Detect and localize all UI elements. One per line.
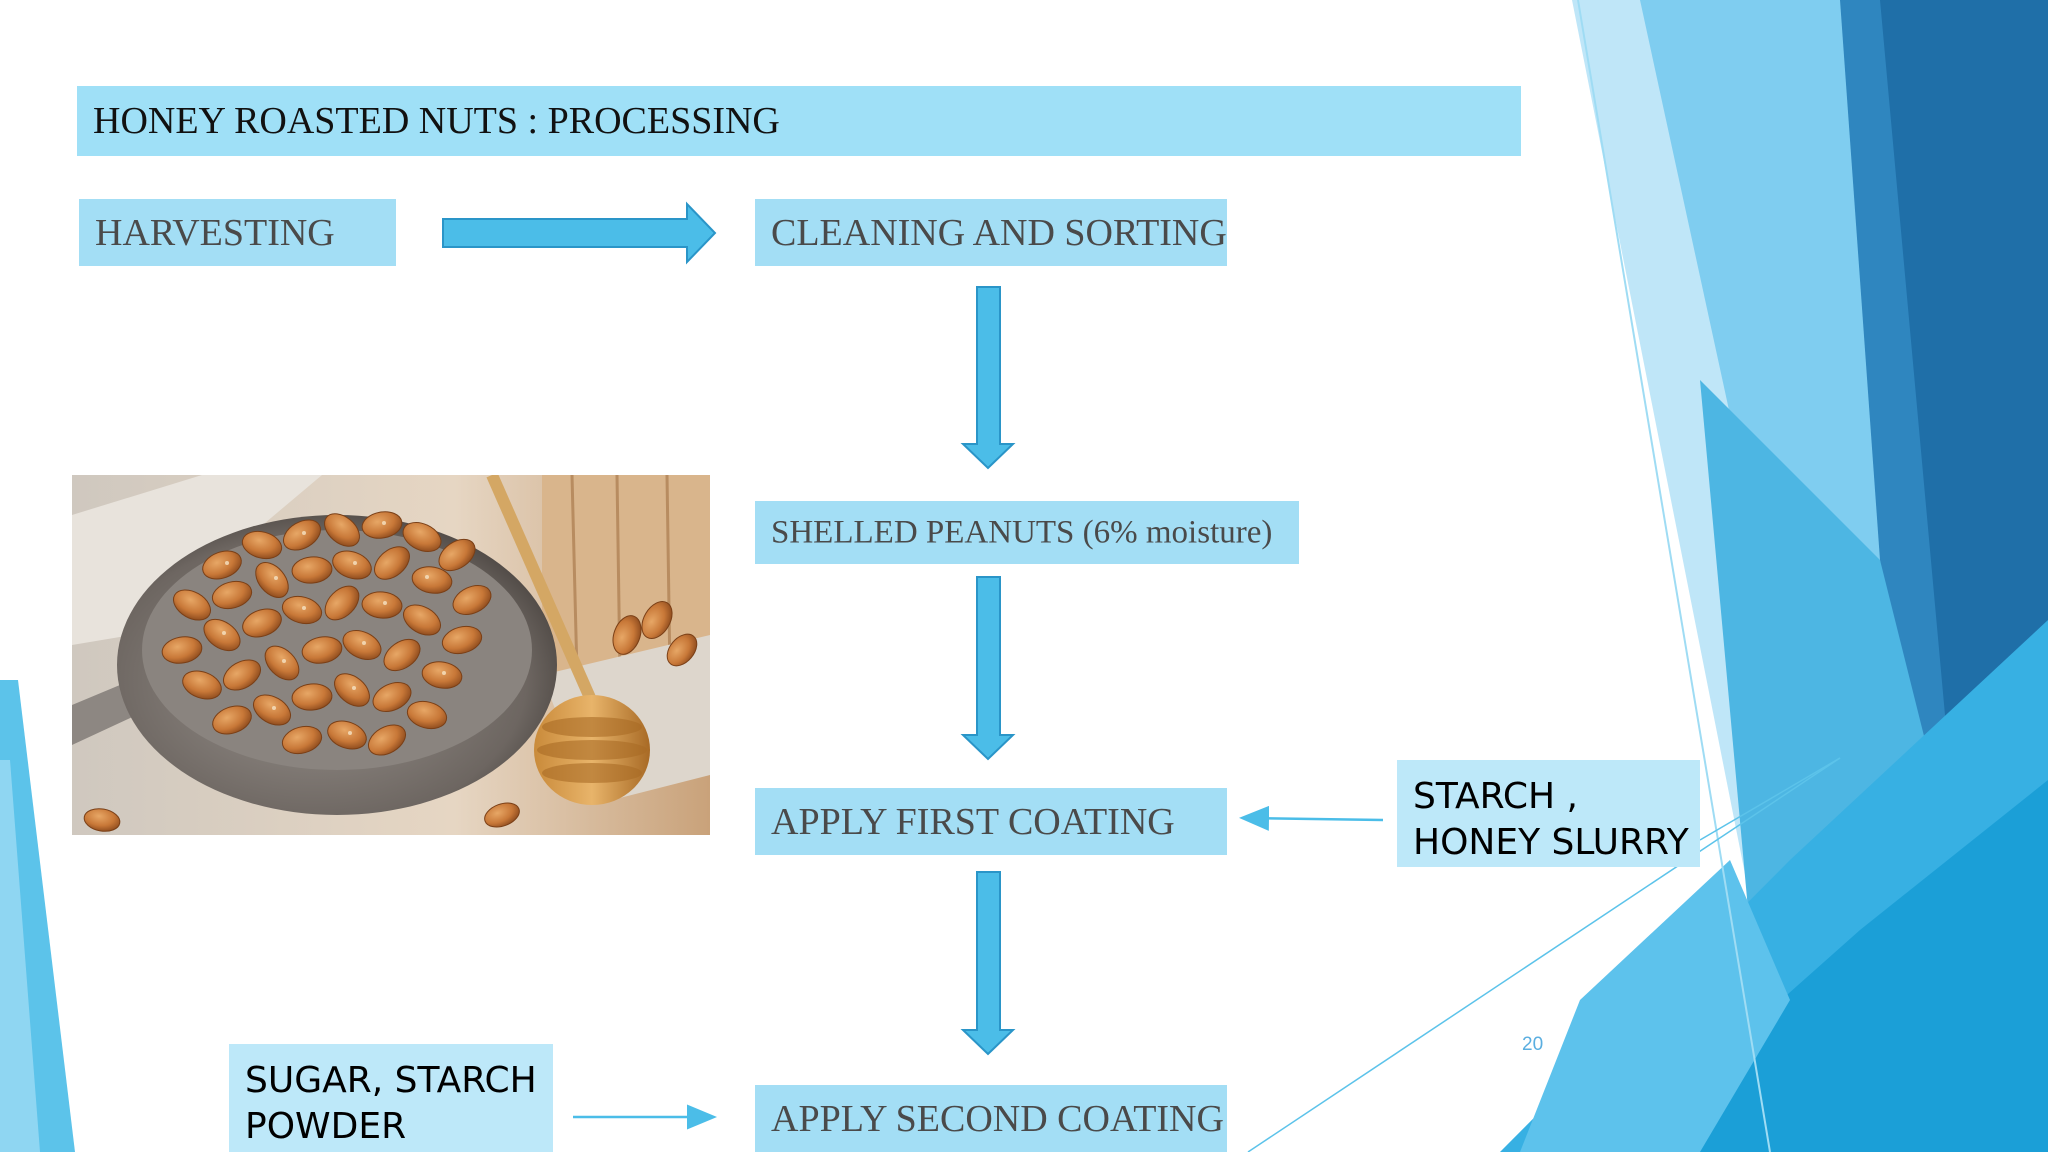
step-harvesting-label: HARVESTING [95,211,335,254]
step-shelled-peanuts: SHELLED PEANUTS (6% moisture) [755,501,1299,564]
arrow-thin-first-coating [1239,805,1384,831]
step-cleaning-sorting: CLEANING AND SORTING [755,199,1227,266]
step-harvesting: HARVESTING [79,199,396,266]
slide-title-text: HONEY ROASTED NUTS : PROCESSING [93,100,780,142]
step-first-coating-label: APPLY FIRST COATING [771,800,1175,843]
arrow-down-shelled [960,576,1016,761]
peanuts-photo [72,475,710,835]
arrow-down-cleaning [960,286,1016,470]
step-first-coating: APPLY FIRST COATING [755,788,1227,855]
arrow-right-harvesting [442,201,717,265]
page-number: 20 [1522,1034,1544,1055]
step-second-coating: APPLY SECOND COATING [755,1085,1227,1152]
step-cleaning-sorting-label: CLEANING AND SORTING [771,211,1227,254]
input-sugar-starch-powder: SUGAR, STARCH POWDER [229,1044,553,1152]
input-sugar-starch-powder-label: SUGAR, STARCH POWDER [245,1060,537,1147]
step-shelled-peanuts-label: SHELLED PEANUTS (6% moisture) [771,514,1273,550]
input-starch-honey-slurry: STARCH , HONEY SLURRY [1397,760,1700,867]
step-second-coating-label: APPLY SECOND COATING [771,1097,1224,1140]
input-starch-honey-slurry-label: STARCH , HONEY SLURRY [1413,776,1689,863]
arrow-down-first-coating [960,871,1016,1056]
slide-title: HONEY ROASTED NUTS : PROCESSING [77,86,1521,156]
